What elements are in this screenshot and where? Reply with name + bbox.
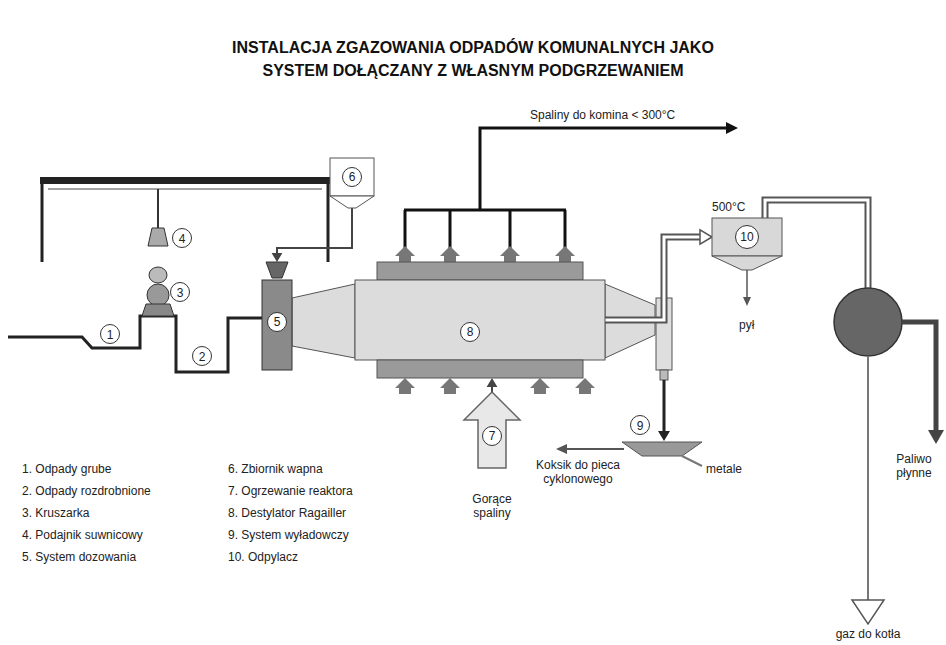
arrow-head [928, 430, 944, 444]
ground-line [8, 316, 262, 372]
discharge-hopper [622, 442, 702, 456]
note-label: Koksik do pieca cyklonowego [520, 458, 636, 486]
callout-number: 1 [100, 324, 120, 344]
reactor: 8 [355, 262, 605, 378]
crane-grab [148, 228, 168, 246]
dust-line [746, 270, 748, 298]
legend-item: 4. Podajnik suwnicowy [22, 528, 143, 542]
crane-rail [48, 189, 322, 190]
legend-item: 5. System dozowania [22, 550, 136, 564]
note-label: 500°C [712, 200, 746, 214]
metal-line [682, 456, 702, 466]
flue-arrows [395, 246, 575, 262]
crane-leg [41, 182, 44, 262]
diagram-title: INSTALACJA ZGAZOWANIA ODPADÓW KOMUNALNYC… [203, 36, 743, 82]
crusher-roll [147, 284, 169, 306]
node-label: Gorące spaliny [452, 492, 532, 520]
connector [292, 284, 355, 358]
liquid-line [902, 322, 936, 430]
discharge-valve [660, 370, 668, 380]
pipe-core [605, 237, 702, 320]
flue-manifold [404, 128, 728, 250]
dust-collector: 10 [712, 218, 782, 270]
legend-item: 10. Odpylacz [228, 550, 298, 564]
arrow-head [556, 444, 567, 454]
arrow-head [852, 600, 884, 624]
arrow-head [726, 122, 738, 134]
node-outline [355, 262, 605, 378]
dosing-system: 5 [262, 262, 292, 370]
connector [605, 230, 712, 320]
legend-item: 2. Odpady rozdrobnione [22, 484, 151, 498]
arrow-head [700, 230, 712, 244]
crusher-base [142, 304, 174, 316]
callout-number: 6 [342, 167, 362, 187]
crane-beam [40, 177, 330, 184]
crane-cable [157, 189, 159, 228]
discharge-line [663, 380, 666, 432]
note-label: pył [739, 318, 754, 332]
callout-number: 10 [735, 225, 759, 249]
separator [834, 288, 902, 356]
hot-gas-arrow: 7Gorące spaliny [462, 392, 522, 522]
callout-number: 2 [192, 346, 212, 366]
coke-line [566, 448, 624, 450]
callout-number: 3 [170, 282, 190, 302]
note-label: gaz do kotła [818, 627, 918, 641]
connector-line [277, 208, 352, 256]
crane-leg [327, 182, 330, 262]
legend-item: 9. System wyładowczy [228, 528, 349, 542]
callout-number: 7 [482, 426, 502, 446]
crusher-top [149, 267, 167, 283]
gas-line [867, 356, 869, 600]
arrow-head [743, 297, 751, 306]
arrow-head [658, 431, 670, 441]
pipe-outline [605, 237, 702, 320]
legend-item: 3. Kruszarka [22, 506, 89, 520]
feed-funnel [292, 284, 355, 358]
legend-item: 6. Zbiornik wapna [228, 462, 323, 476]
callout-number: 4 [172, 228, 192, 248]
legend-item: 8. Destylator Ragailler [228, 506, 346, 520]
callout-number: 9 [630, 415, 650, 435]
arrow-head [272, 253, 283, 262]
legend-item: 1. Odpady grube [22, 462, 111, 476]
connector [487, 378, 498, 392]
callout-number: 8 [460, 322, 480, 342]
note-label: Paliwo płynne [886, 452, 942, 480]
legend-item: 7. Ogrzewanie reaktora [228, 484, 353, 498]
lime-tank: 6 [330, 158, 374, 208]
arrow-head [487, 378, 498, 387]
heating-arrows [395, 378, 595, 394]
callout-number: 5 [267, 312, 287, 332]
connector [272, 208, 352, 262]
note-label: metale [706, 462, 742, 476]
note-label: Spaliny do komina < 300°C [530, 108, 675, 122]
